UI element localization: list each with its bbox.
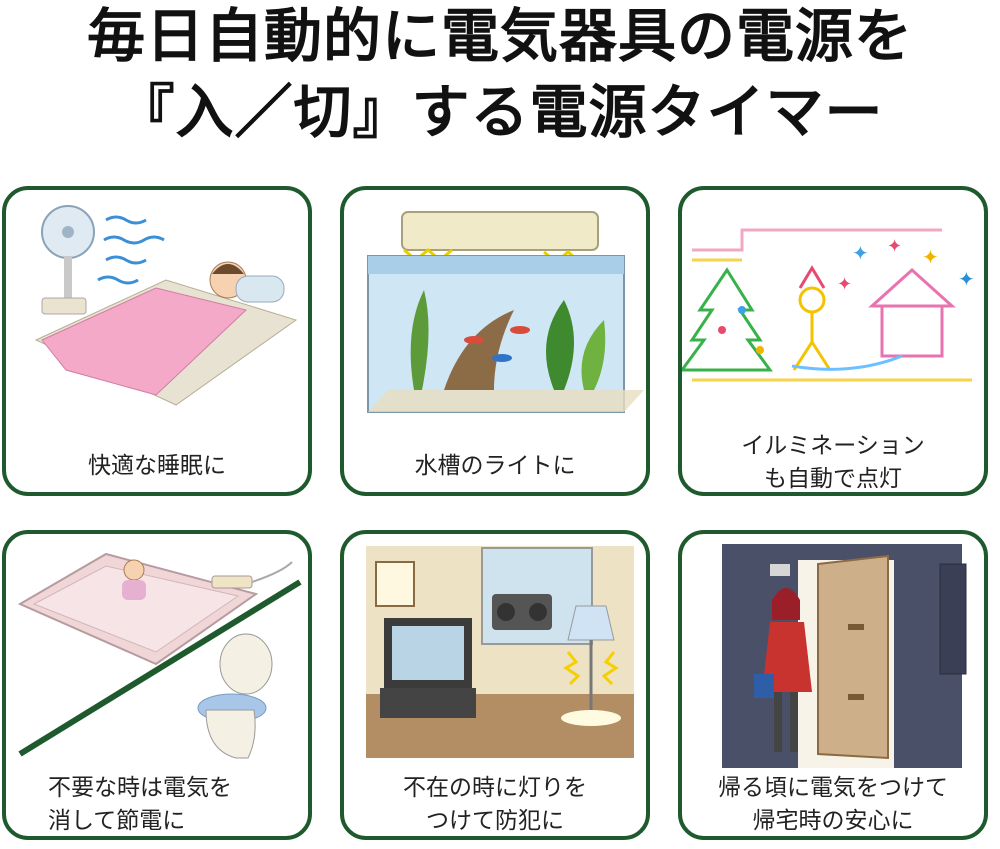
sleeping-with-fan-icon	[34, 205, 298, 406]
card-peace-of-mind: 帰る頃に電気をつけて 帰宅時の安心に	[678, 530, 988, 840]
card-caption: 不在の時に灯りを つけて防犯に	[403, 775, 587, 834]
page-title-line-2: 『入／切』する電源タイマー	[116, 78, 884, 146]
card-comfortable-sleep: 快適な睡眠に	[2, 186, 312, 496]
svg-text:✦: ✦	[958, 267, 975, 291]
card-save-electricity: 不要な時は電気を 消して節電に	[2, 530, 312, 840]
svg-text:✦: ✦	[922, 245, 939, 269]
card-caption: 水槽のライトに	[414, 453, 576, 479]
heated-carpet-and-toilet-icon	[17, 552, 302, 759]
neon-illumination-icon: ✦ ✦ ✦ ✦ ✦	[682, 228, 975, 382]
page-title-line-1: 毎日自動的に電気器具の電源を	[86, 2, 913, 70]
aquarium-light-icon	[367, 211, 644, 413]
svg-text:✦: ✦	[852, 241, 869, 265]
svg-text:✦: ✦	[887, 236, 902, 257]
woman-at-door-icon	[722, 544, 967, 768]
card-aquarium-light: 水槽のライトに	[340, 186, 650, 496]
card-caption: 帰る頃に電気をつけて 帰宅時の安心に	[718, 775, 948, 834]
card-illumination: ✦ ✦ ✦ ✦ ✦ イルミネーション も自動で点灯	[678, 186, 988, 496]
card-caption: 快適な睡眠に	[88, 453, 226, 479]
card-caption: 不要な時は電気を 消して節電に	[48, 775, 232, 834]
card-caption: イルミネーション も自動で点灯	[741, 433, 925, 492]
card-crime-prevention: 不在の時に灯りを つけて防犯に	[340, 530, 650, 840]
svg-text:✦: ✦	[837, 274, 852, 295]
room-with-tv-and-lamp-icon	[366, 546, 634, 758]
